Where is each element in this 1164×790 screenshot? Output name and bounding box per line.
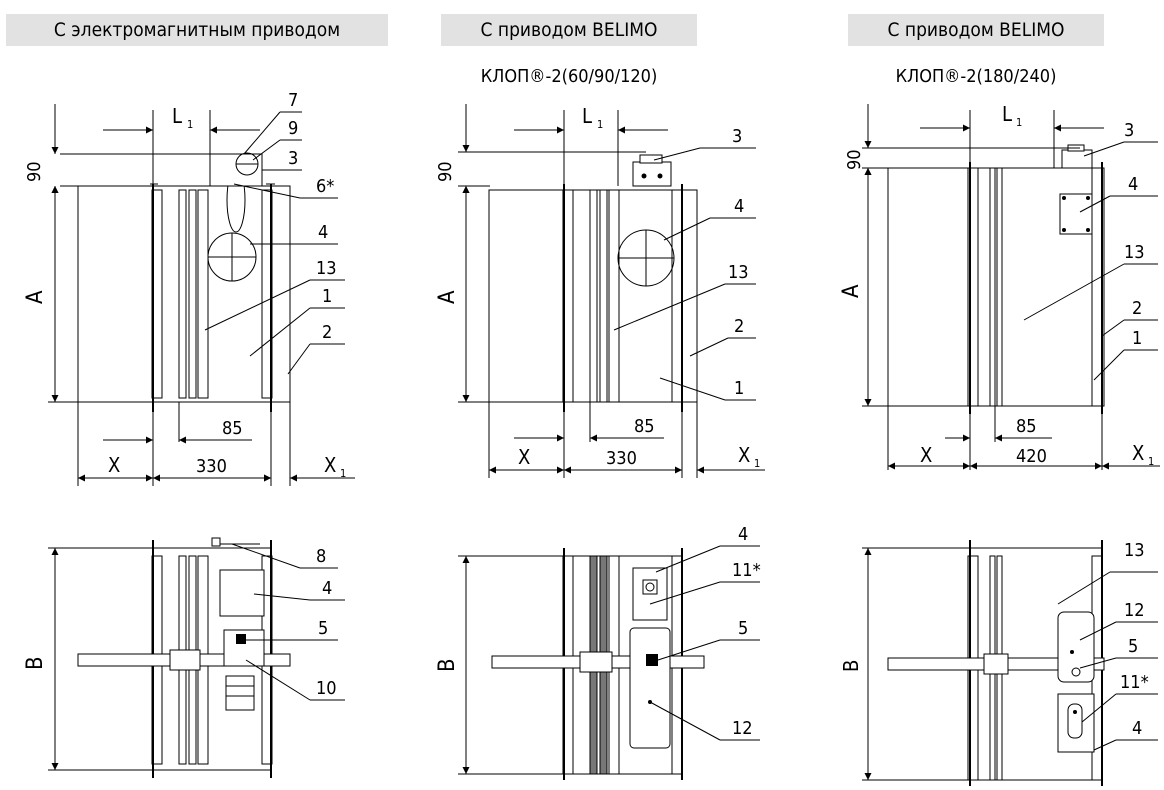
dim-85: 85 <box>222 418 243 439</box>
callout-13: 13 <box>728 262 749 283</box>
view-electromagnetic-front-leaders <box>204 111 345 375</box>
dim-85: 85 <box>634 416 655 437</box>
view-electromagnetic-side-dims <box>48 543 345 771</box>
dim-420: 420 <box>1016 446 1047 467</box>
callout-4b: 4 <box>738 524 748 545</box>
dim-330: 330 <box>606 448 637 469</box>
callout-10: 10 <box>316 678 337 699</box>
header-belimo-small: С приводом BELIMO <box>441 14 697 46</box>
callout-4: 4 <box>734 196 744 217</box>
dim-x1-sub: 1 <box>340 467 346 480</box>
callout-1: 1 <box>734 378 744 399</box>
callout-9: 9 <box>288 118 298 139</box>
view-electromagnetic-front-dims <box>48 104 355 486</box>
callout-1: 1 <box>1132 328 1142 349</box>
view-belimo-large-front-dims <box>862 104 1160 470</box>
callout-5: 5 <box>1128 636 1138 657</box>
callout-3: 3 <box>288 148 298 169</box>
labels-belimo-small: 90 A L 1 85 X 330 X 1 B 3 4 13 2 1 4 11*… <box>435 104 761 739</box>
callout-4b: 4 <box>1132 718 1142 739</box>
subtitle-belimo-small: КЛОП®-2(60/90/120) <box>480 66 658 87</box>
dim-x1-sub: 1 <box>754 457 760 470</box>
callout-4: 4 <box>318 222 328 243</box>
dim-a: A <box>435 290 460 304</box>
dim-x1: X <box>738 443 750 467</box>
callout-4b: 4 <box>322 578 332 599</box>
dim-85: 85 <box>1016 416 1037 437</box>
dim-90: 90 <box>24 161 45 182</box>
callout-2: 2 <box>734 316 744 337</box>
dim-x1: X <box>1132 441 1144 465</box>
dim-l1: L <box>1002 102 1012 126</box>
dim-l1: L <box>582 104 592 128</box>
callout-2: 2 <box>1132 298 1142 319</box>
callout-3: 3 <box>732 126 742 147</box>
callout-11: 11* <box>732 560 761 581</box>
callout-13b: 13 <box>1124 540 1145 561</box>
dim-x: X <box>518 445 530 469</box>
callout-7: 7 <box>288 90 298 111</box>
dim-l1-sub: 1 <box>1016 116 1022 129</box>
labels-belimo-large: 90 A L 1 85 X 420 X 1 B 3 4 13 2 1 13 12… <box>839 102 1154 739</box>
callout-5: 5 <box>318 618 328 639</box>
dim-l1-sub: 1 <box>597 118 603 131</box>
view-belimo-small-side <box>491 548 705 780</box>
callout-2: 2 <box>322 322 332 343</box>
dim-l1: L <box>172 104 182 128</box>
dim-x1: X <box>324 453 336 477</box>
dim-x: X <box>920 443 932 467</box>
dim-b: B <box>839 660 863 672</box>
callout-13: 13 <box>1124 242 1145 263</box>
callout-1: 1 <box>322 286 332 307</box>
dim-b: B <box>435 658 460 672</box>
header-belimo-large: С приводом BELIMO <box>848 14 1104 46</box>
header-electromagnetic: С электромагнитным приводом <box>6 14 388 46</box>
callout-6: 6* <box>316 176 334 197</box>
view-belimo-small-front <box>488 154 698 412</box>
view-belimo-large-front <box>887 144 1105 414</box>
callout-4: 4 <box>1128 174 1138 195</box>
dim-a: A <box>839 284 864 298</box>
view-belimo-small-side-dims <box>458 545 760 775</box>
dim-l1-sub: 1 <box>187 118 193 131</box>
subtitle-belimo-large: КЛОП®-2(180/240) <box>895 66 1057 87</box>
view-belimo-small-front-dims <box>458 104 765 478</box>
view-electromagnetic-side <box>77 537 291 778</box>
dim-90: 90 <box>435 161 456 182</box>
dim-x: X <box>108 453 120 477</box>
dim-x1-sub: 1 <box>1148 455 1154 468</box>
callout-3: 3 <box>1124 120 1134 141</box>
callout-12: 12 <box>1124 600 1145 621</box>
callout-13: 13 <box>316 258 337 279</box>
view-electromagnetic-front <box>77 152 291 412</box>
dim-90: 90 <box>844 149 865 170</box>
view-belimo-large-side-dims <box>862 547 1158 781</box>
callout-8: 8 <box>316 546 326 567</box>
dim-a: A <box>23 290 48 304</box>
dim-b: B <box>23 656 48 670</box>
callout-11: 11* <box>1120 672 1149 693</box>
view-belimo-large-side <box>887 540 1105 786</box>
callout-12: 12 <box>732 718 753 739</box>
labels-electromagnetic: 90 A L 1 85 X 330 X 1 B 7 9 3 6* 4 13 1 … <box>23 90 346 699</box>
callout-5: 5 <box>738 618 748 639</box>
dim-330: 330 <box>196 456 227 477</box>
